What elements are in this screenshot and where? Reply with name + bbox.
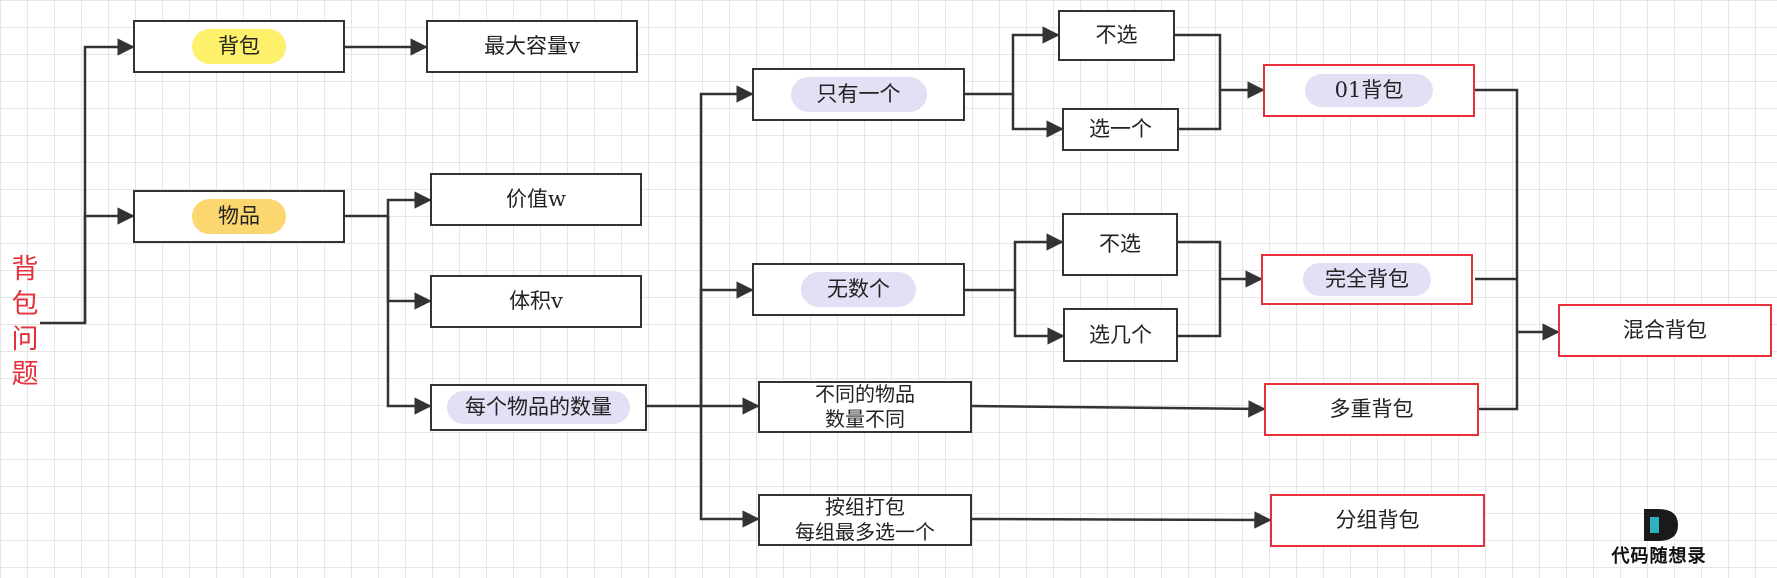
node-only-one: 只有一个 <box>752 68 965 121</box>
node-label-line2: 每组最多选一个 <box>795 520 935 544</box>
node-wupin: 物品 <box>133 190 345 243</box>
node-label: 背包 <box>192 29 286 64</box>
title-char: 背 <box>11 254 39 285</box>
edge-root-beibao <box>40 38 135 325</box>
edge-multiple-mixed <box>1479 332 1519 411</box>
node-label: 物品 <box>192 199 286 234</box>
diagram-title: 背 包 问 题 <box>8 252 42 392</box>
edge-not-complete <box>1178 240 1263 288</box>
node-value: 价值w <box>430 173 642 226</box>
node-not-select-1: 不选 <box>1058 10 1175 61</box>
node-label-line1: 不同的物品 <box>815 382 915 406</box>
node-label: 只有一个 <box>790 77 927 112</box>
node-label: 体积v <box>509 289 563 314</box>
node-label: 选一个 <box>1089 117 1152 142</box>
node-diff-items: 不同的物品 数量不同 <box>758 381 972 433</box>
node-label: 选几个 <box>1089 322 1152 347</box>
node-label: 分组背包 <box>1335 508 1420 533</box>
node-grouped-knapsack: 分组背包 <box>1270 494 1485 547</box>
edge-count-group <box>699 406 760 528</box>
node-label: 不选 <box>1099 232 1141 257</box>
node-label: 每个物品的数量 <box>447 391 630 424</box>
edge-only-one-select <box>1011 94 1064 138</box>
title-char: 题 <box>11 359 39 390</box>
node-knapsack-01: 01背包 <box>1263 64 1475 117</box>
node-volume: 体积v <box>430 275 642 328</box>
edge-count-infinite <box>699 281 754 406</box>
node-label: 完全背包 <box>1303 263 1431 296</box>
node-max-capacity: 最大容量v <box>426 20 638 73</box>
brand-logo-text: 代码随想录 <box>1611 546 1707 567</box>
brand-logo-icon <box>1644 509 1678 541</box>
edge-infinite-several <box>1013 290 1065 345</box>
node-select-one: 选一个 <box>1062 108 1179 151</box>
node-label: 01背包 <box>1304 74 1434 107</box>
edge-infinite-not <box>965 233 1064 292</box>
edge-wupin-value <box>345 191 432 218</box>
node-infinite: 无数个 <box>752 263 965 316</box>
node-label: 最大容量v <box>484 34 580 59</box>
edge-select-01 <box>1179 90 1222 131</box>
title-char: 包 <box>11 289 39 320</box>
node-label-line1: 按组打包 <box>825 495 905 519</box>
edge-wupin-count <box>386 216 432 415</box>
node-label: 价值w <box>506 187 566 212</box>
node-count: 每个物品的数量 <box>430 384 647 431</box>
edge-not-01 <box>1175 33 1265 99</box>
node-label: 不选 <box>1095 23 1138 48</box>
edge-count-only-one <box>647 85 754 408</box>
node-multiple-knapsack: 多重背包 <box>1264 383 1479 436</box>
title-char: 问 <box>11 324 39 355</box>
edge-several-complete <box>1178 279 1222 338</box>
edge-diff-multiple <box>971 400 1266 418</box>
node-mixed-knapsack: 混合背包 <box>1558 304 1772 357</box>
edge-root-wupin <box>83 207 135 323</box>
node-label-line2: 数量不同 <box>825 407 905 431</box>
edge-only-one-not <box>965 26 1060 96</box>
edge-01-mixed <box>1475 88 1560 341</box>
node-select-several: 选几个 <box>1063 308 1178 362</box>
node-label: 混合背包 <box>1623 318 1707 343</box>
node-not-select-2: 不选 <box>1062 213 1178 276</box>
node-group-pack: 按组打包 每组最多选一个 <box>758 494 972 546</box>
node-label: 无数个 <box>801 272 916 307</box>
edge-wupin-volume <box>386 216 432 310</box>
edge-group-grouped <box>971 511 1272 529</box>
node-complete-knapsack: 完全背包 <box>1261 254 1473 305</box>
node-label: 多重背包 <box>1329 397 1414 422</box>
node-beibao: 背包 <box>133 20 345 73</box>
